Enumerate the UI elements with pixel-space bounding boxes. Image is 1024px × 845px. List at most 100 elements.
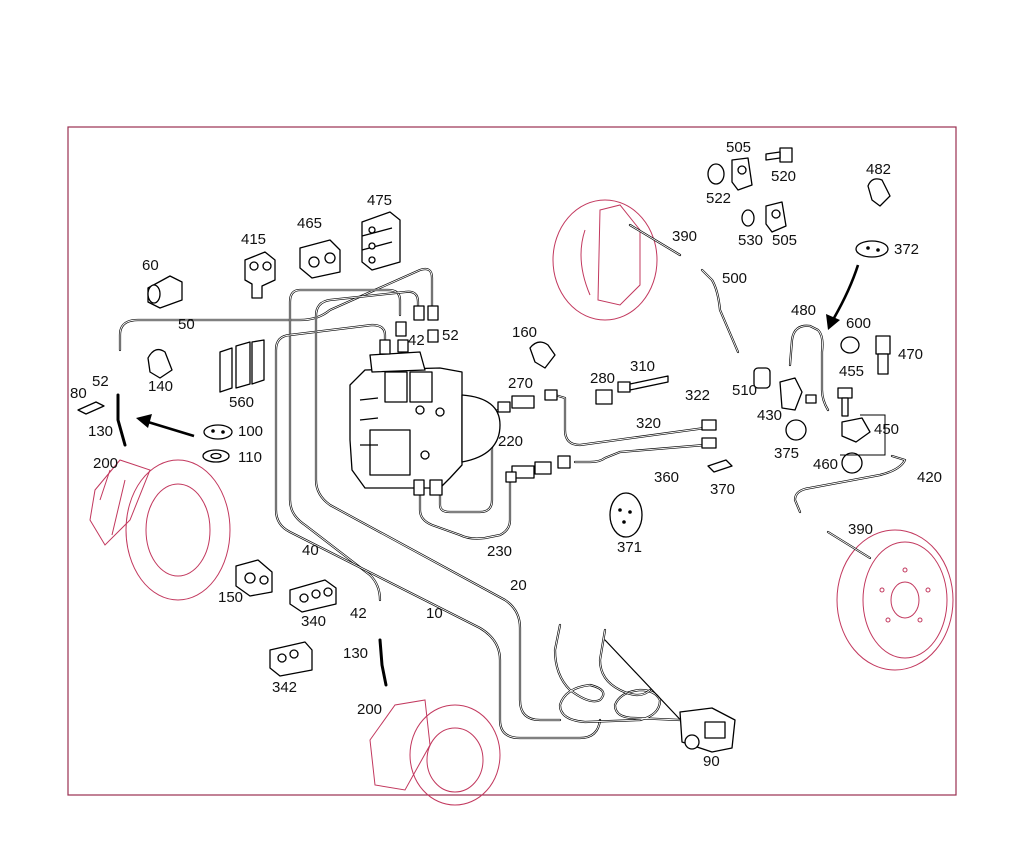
label-40: 40 bbox=[302, 542, 319, 559]
part-455-bolt bbox=[837, 387, 853, 417]
part-475-damper-block bbox=[361, 211, 401, 271]
part-470-switch bbox=[875, 335, 891, 375]
label-371: 371 bbox=[617, 539, 642, 556]
label-200: 200 bbox=[357, 701, 382, 718]
part-100-washer bbox=[203, 424, 233, 440]
label-465: 465 bbox=[297, 215, 322, 232]
label-470: 470 bbox=[898, 346, 923, 363]
label-42: 42 bbox=[408, 332, 425, 349]
part-322-fitting bbox=[701, 419, 717, 449]
label-130: 130 bbox=[343, 645, 368, 662]
part-342-clip bbox=[269, 641, 313, 677]
label-52: 52 bbox=[442, 327, 459, 344]
part-482-clamp bbox=[867, 178, 891, 207]
label-50: 50 bbox=[178, 316, 195, 333]
label-370: 370 bbox=[710, 481, 735, 498]
label-455: 455 bbox=[839, 363, 864, 380]
part-465-clip bbox=[299, 239, 341, 279]
label-360: 360 bbox=[654, 469, 679, 486]
label-110: 110 bbox=[238, 449, 262, 466]
label-42: 42 bbox=[350, 605, 367, 622]
label-505: 505 bbox=[726, 139, 751, 156]
label-450: 450 bbox=[874, 421, 899, 438]
label-80: 80 bbox=[70, 385, 87, 402]
front-left-brake-disc-ghost bbox=[89, 459, 231, 601]
part-80-clip bbox=[77, 401, 105, 415]
label-340: 340 bbox=[301, 613, 326, 630]
label-320: 320 bbox=[636, 415, 661, 432]
direction-arrow-left bbox=[136, 414, 195, 438]
part-310-bolt bbox=[617, 375, 669, 393]
label-372: 372 bbox=[894, 241, 919, 258]
label-480: 480 bbox=[791, 302, 816, 319]
label-280: 280 bbox=[590, 370, 615, 387]
label-200: 200 bbox=[93, 455, 118, 472]
part-270-union bbox=[497, 389, 571, 483]
label-520: 520 bbox=[771, 168, 796, 185]
part-530-nut bbox=[741, 209, 755, 227]
label-20: 20 bbox=[510, 577, 527, 594]
label-415: 415 bbox=[241, 231, 266, 248]
part-60-bushing bbox=[147, 275, 183, 309]
part-560-grommet-set bbox=[219, 339, 265, 393]
abs-hydraulic-unit bbox=[349, 351, 501, 496]
part-520-bolt bbox=[765, 147, 793, 163]
label-420: 420 bbox=[917, 469, 942, 486]
label-500: 500 bbox=[722, 270, 747, 287]
part-372-washer bbox=[855, 240, 889, 258]
part-90-brake-caliper bbox=[679, 707, 736, 753]
label-522: 522 bbox=[706, 190, 731, 207]
part-505-bracket-upper bbox=[731, 157, 753, 191]
part-600-cap bbox=[840, 336, 860, 354]
part-371-grommet bbox=[609, 492, 643, 538]
part-510-sleeve bbox=[753, 367, 771, 389]
part-160-clip bbox=[529, 341, 556, 369]
label-230: 230 bbox=[487, 543, 512, 560]
part-280-nut bbox=[595, 389, 613, 405]
part-450-tee bbox=[841, 417, 871, 443]
label-60: 60 bbox=[142, 257, 159, 274]
part-number-labels: 10 20 40 42 42 50 52 52 60 80 90 100 110… bbox=[70, 139, 942, 770]
part-375-nut bbox=[785, 419, 807, 441]
label-310: 310 bbox=[630, 358, 655, 375]
part-150-clip bbox=[235, 559, 273, 597]
direction-arrow-down bbox=[826, 264, 860, 330]
rear-right-brake-drum-ghost bbox=[836, 529, 954, 671]
diagram-frame bbox=[67, 126, 957, 796]
label-482: 482 bbox=[866, 161, 891, 178]
label-505: 505 bbox=[772, 232, 797, 249]
part-340-clip bbox=[289, 579, 337, 613]
part-522-nut bbox=[707, 163, 725, 185]
label-390: 390 bbox=[672, 228, 697, 245]
label-270: 270 bbox=[508, 375, 533, 392]
label-560: 560 bbox=[229, 394, 254, 411]
label-150: 150 bbox=[218, 589, 243, 606]
leader-lines bbox=[840, 414, 886, 456]
label-322: 322 bbox=[685, 387, 710, 404]
label-130: 130 bbox=[88, 423, 113, 440]
label-510: 510 bbox=[732, 382, 757, 399]
part-430-distributor bbox=[779, 377, 817, 411]
part-110-washer bbox=[202, 449, 230, 463]
label-10: 10 bbox=[426, 605, 443, 622]
abs-top-fittings bbox=[379, 305, 439, 355]
label-100: 100 bbox=[238, 423, 263, 440]
label-430: 430 bbox=[757, 407, 782, 424]
label-460: 460 bbox=[813, 456, 838, 473]
part-140-clip bbox=[147, 348, 173, 379]
label-220: 220 bbox=[498, 433, 523, 450]
label-160: 160 bbox=[512, 324, 537, 341]
label-140: 140 bbox=[148, 378, 173, 395]
part-505-bracket-lower bbox=[765, 201, 787, 233]
label-600: 600 bbox=[846, 315, 871, 332]
rear-left-brake-disc-ghost bbox=[369, 699, 501, 806]
part-460-nut bbox=[841, 452, 863, 474]
label-475: 475 bbox=[367, 192, 392, 209]
label-530: 530 bbox=[738, 232, 763, 249]
label-90: 90 bbox=[703, 753, 720, 770]
front-right-brake-disc-ghost bbox=[552, 199, 658, 321]
part-415-clip bbox=[244, 251, 276, 299]
label-342: 342 bbox=[272, 679, 297, 696]
label-375: 375 bbox=[774, 445, 799, 462]
